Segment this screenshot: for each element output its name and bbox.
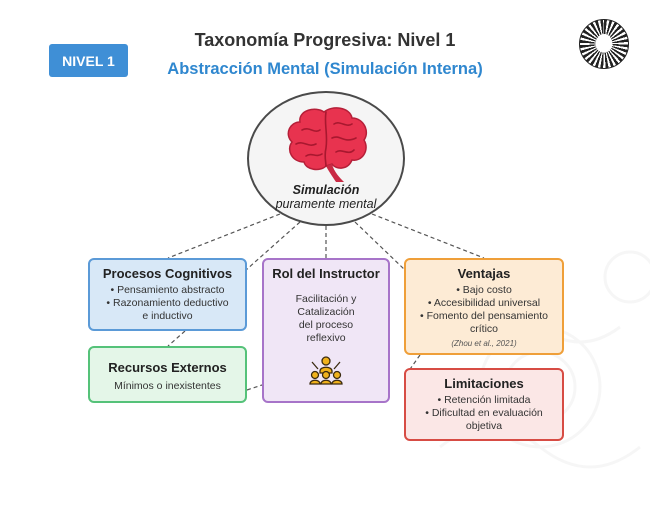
card-item: reflexivo — [306, 332, 346, 344]
card-item: • Accesibilidad universal — [427, 297, 541, 309]
page-subtitle: Abstracción Mental (Simulación Interna) — [167, 60, 483, 78]
card-recursos-externos: Recursos Externos Mínimos o inexistentes — [88, 346, 247, 403]
card-item: Catalización — [297, 306, 355, 318]
card-title: Recursos Externos — [108, 360, 227, 375]
caption-bold: Simulación — [292, 183, 360, 197]
card-title: Ventajas — [457, 266, 511, 281]
card-item: • Pensamiento abstracto — [110, 284, 225, 296]
card-rol-instructor: Rol del Instructor Facilitación y Catali… — [262, 258, 390, 403]
card-item: • Fomento del pensamiento — [420, 310, 548, 322]
card-item: Facilitación y — [295, 293, 357, 305]
card-item: del proceso — [298, 319, 354, 331]
card-item: crítico — [469, 323, 498, 335]
card-ventajas: Ventajas • Bajo costo • Accesibilidad un… — [404, 258, 564, 355]
card-title: Rol del Instructor — [272, 266, 380, 281]
card-limitaciones: Limitaciones • Retención limitada • Difi… — [404, 368, 564, 441]
card-procesos-cognitivos: Procesos Cognitivos • Pensamiento abstra… — [88, 258, 247, 331]
card-item: • Razonamiento deductivo — [106, 297, 229, 309]
card-item: • Retención limitada — [437, 394, 531, 406]
connector-recursos-rol — [246, 384, 263, 391]
central-caption: Simulación puramente mental — [247, 183, 405, 211]
card-item: Mínimos o inexistentes — [114, 380, 221, 392]
brain-icon — [287, 107, 368, 182]
citation: (Zhou et al., 2021) — [451, 339, 517, 348]
caption-italic: puramente mental — [275, 197, 377, 211]
connector-procesos-recursos — [167, 330, 186, 347]
seal-logo — [579, 19, 629, 69]
card-title: Limitaciones — [444, 376, 524, 391]
connector-procesos — [167, 213, 281, 259]
page-title: Taxonomía Progresiva: Nivel 1 — [194, 30, 456, 50]
card-item: e inductivo — [142, 310, 193, 322]
card-title: Procesos Cognitivos — [102, 266, 233, 281]
card-item: • Dificultad en evaluación — [425, 407, 543, 419]
group-people-icon — [309, 356, 343, 385]
card-item: objetiva — [465, 420, 503, 432]
level-badge: NIVEL 1 — [49, 44, 128, 77]
card-item: • Bajo costo — [456, 284, 512, 296]
